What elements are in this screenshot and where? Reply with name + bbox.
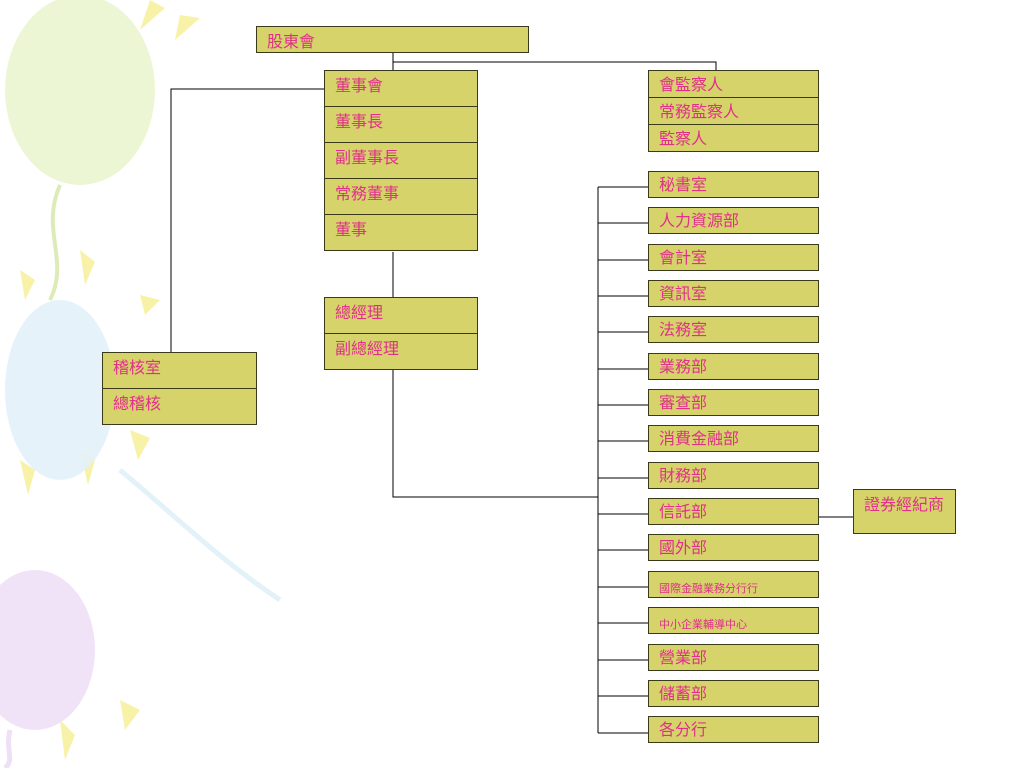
dept-international: 國外部: [648, 534, 819, 561]
management-stack: 總經理 副總經理: [324, 297, 478, 370]
blue-balloon-string: [118, 468, 282, 603]
green-balloon-string: [48, 184, 62, 301]
dept-review: 審查部: [648, 389, 819, 416]
managing-supervisor-box: 常務監察人: [648, 97, 819, 125]
dept-legal: 法務室: [648, 316, 819, 343]
line-board-audit: [170, 88, 324, 352]
managing-director-box: 常務董事: [324, 178, 478, 215]
dept-operations: 營業部: [648, 644, 819, 671]
chairman-box: 董事長: [324, 106, 478, 143]
blue-balloon: [5, 300, 115, 480]
supervisors-meeting-box: 會監察人: [648, 70, 819, 98]
dept-information: 資訊室: [648, 280, 819, 307]
sun-ray-decoration: [20, 0, 200, 760]
department-branch-lines: [598, 186, 648, 734]
vice-chairman-box: 副董事長: [324, 142, 478, 179]
line-shareholders-supervisors: [393, 61, 717, 70]
purple-balloon-string: [3, 729, 13, 768]
securities-brokerage-box: 證券經紀商: [853, 489, 956, 534]
dept-business: 業務部: [648, 353, 819, 380]
green-balloon: [5, 0, 155, 185]
audit-stack: 稽核室 總稽核: [102, 352, 257, 425]
audit-office-box: 稽核室: [102, 352, 257, 389]
dept-human-resources: 人力資源部: [648, 207, 819, 234]
general-manager-box: 總經理: [324, 297, 478, 334]
supervisor-box: 監察人: [648, 124, 819, 152]
dept-accounting: 會計室: [648, 244, 819, 271]
dept-trust: 信託部: [648, 498, 819, 525]
deputy-general-manager-box: 副總經理: [324, 333, 478, 370]
purple-balloon: [0, 570, 95, 730]
dept-branches: 各分行: [648, 716, 819, 743]
line-management-departments: [392, 370, 598, 498]
board-box: 董事會: [324, 70, 478, 107]
director-box: 董事: [324, 214, 478, 251]
dept-sme-guidance-center: 中小企業輔導中心: [648, 607, 819, 634]
dept-offshore-banking: 國際金融業務分行行: [648, 571, 819, 598]
dept-finance: 財務部: [648, 462, 819, 489]
supervisors-stack: 會監察人 常務監察人 監察人: [648, 70, 819, 152]
dept-consumer-finance: 消費金融部: [648, 425, 819, 452]
dept-savings: 儲蓄部: [648, 680, 819, 707]
chief-auditor-box: 總稽核: [102, 388, 257, 425]
shareholders-box: 股東會: [256, 26, 529, 53]
dept-secretariat: 秘書室: [648, 171, 819, 198]
board-stack: 董事會 董事長 副董事長 常務董事 董事: [324, 70, 478, 251]
